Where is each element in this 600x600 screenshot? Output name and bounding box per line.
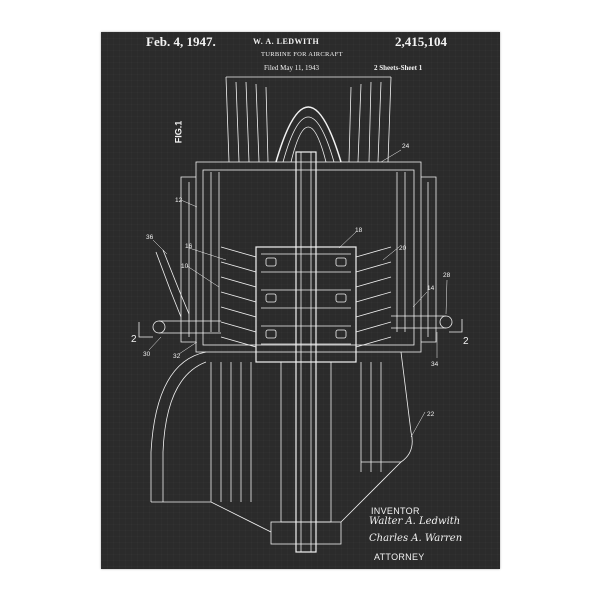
patent-date: Feb. 4, 1947. (146, 34, 216, 49)
central-shaft (270, 151, 342, 553)
ref-30: 30 (143, 351, 151, 358)
patent-title: TURBINE FOR AIRCRAFT (261, 51, 343, 58)
ref-24: 24 (402, 143, 410, 150)
ref-32: 32 (173, 353, 181, 360)
filed-date: Filed May 11, 1943 (264, 64, 319, 72)
patent-poster: Feb. 4, 1947. W. A. LEDWITH 2,415,104 TU… (101, 32, 500, 569)
section-mark-right: 2 (463, 336, 469, 347)
inventor-name: W. A. LEDWITH (253, 37, 320, 46)
attorney-label: ATTORNEY (374, 552, 425, 562)
ref-18: 18 (355, 227, 363, 234)
inventor-signature: Walter A. Ledwith (369, 516, 461, 527)
ref-28: 28 (443, 272, 451, 279)
sheet-count: 2 Sheets-Sheet 1 (374, 64, 423, 72)
ref-12: 12 (175, 197, 183, 204)
side-brackets (138, 249, 463, 338)
ref-10: 10 (181, 263, 189, 270)
patent-number: 2,415,104 (395, 34, 447, 49)
ref-14: 14 (427, 285, 435, 292)
inventor-label: INVENTOR (371, 506, 420, 516)
attorney-signature: Charles A. Warren (369, 533, 463, 544)
section-mark-left: 2 (131, 334, 137, 345)
ref-16: 16 (185, 243, 193, 250)
turbine-drawing: 24 12 36 16 10 18 20 14 28 30 32 34 22 2… (131, 76, 469, 553)
outer-casing (180, 161, 437, 353)
ref-34: 34 (431, 361, 439, 368)
inlet-duct (225, 76, 392, 163)
ref-20: 20 (399, 245, 407, 252)
ref-22: 22 (427, 411, 435, 418)
ref-36: 36 (146, 234, 154, 241)
exhaust-housing (150, 351, 413, 533)
leader-lines (148, 149, 448, 438)
